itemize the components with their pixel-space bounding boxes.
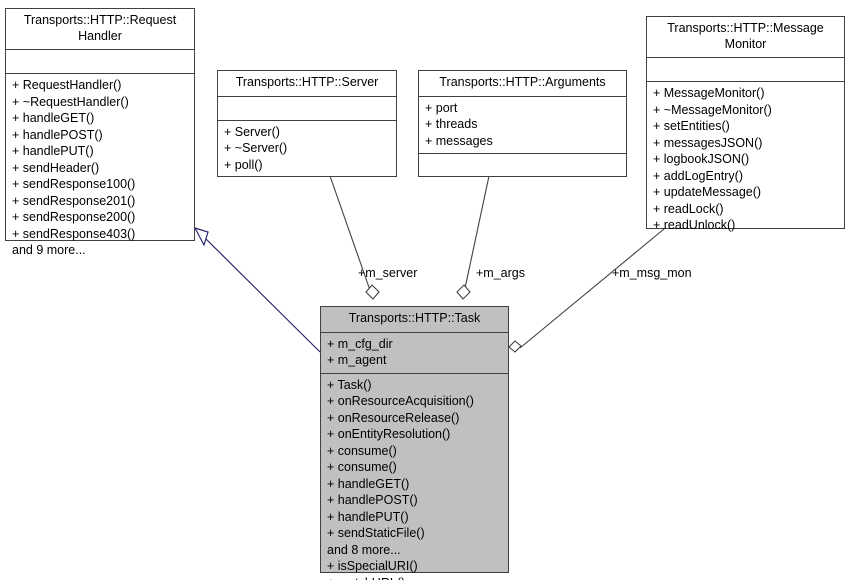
edge-label-m-server: +m_server xyxy=(358,266,418,280)
class-operations-task: + Task() + onResourceAcquisition() + onR… xyxy=(321,374,508,580)
member-item: + m_agent xyxy=(327,353,387,368)
member-item: + sendResponse403() xyxy=(12,226,136,241)
member-item: + setEntities() xyxy=(653,119,730,134)
member-item: + logbookJSON() xyxy=(653,152,750,167)
member-item: + handlePUT() xyxy=(12,144,94,159)
member-item: + poll() xyxy=(224,157,263,172)
member-item: + consume() xyxy=(327,443,397,458)
edge-label-m-msg-mon: +m_msg_mon xyxy=(612,266,692,280)
class-box-arguments[interactable]: Transports::HTTP::Arguments + port + thr… xyxy=(418,70,627,177)
member-item: + Server() xyxy=(224,124,280,139)
member-item: + addLogEntry() xyxy=(653,168,743,183)
edge-task-to-request-handler xyxy=(193,227,321,353)
class-box-server[interactable]: Transports::HTTP::Server + Server() + ~S… xyxy=(217,70,397,177)
member-item: + sendResponse201() xyxy=(12,193,136,208)
member-item: + threads xyxy=(425,117,478,132)
member-more-label: and 9 more... xyxy=(12,243,86,258)
class-title-arguments: Transports::HTTP::Arguments xyxy=(419,71,626,97)
member-item: + ~Server() xyxy=(224,141,288,156)
edge-server-to-task xyxy=(329,175,380,300)
class-operations-message-monitor: + MessageMonitor() + ~MessageMonitor() +… xyxy=(647,82,844,238)
member-item: + sendStaticFile() xyxy=(327,526,425,541)
member-more-label: and 8 more... xyxy=(327,542,401,557)
class-title-request-handler: Transports::HTTP::Request Handler xyxy=(6,9,194,51)
member-item: + sendHeader() xyxy=(12,160,100,175)
member-item: + m_cfg_dir xyxy=(327,336,393,351)
member-item: + updateMessage() xyxy=(653,185,762,200)
class-box-request-handler[interactable]: Transports::HTTP::Request Handler + Requ… xyxy=(5,8,195,257)
member-item: + handleGET() xyxy=(327,476,410,491)
class-attributes-request-handler xyxy=(6,50,194,75)
member-item: + handlePOST() xyxy=(12,127,103,142)
member-item: + ~RequestHandler() xyxy=(12,94,129,109)
edge-arguments-to-task xyxy=(456,175,490,300)
member-item: + handleGET() xyxy=(12,111,95,126)
member-item: + ~MessageMonitor() xyxy=(653,102,772,117)
class-title-server: Transports::HTTP::Server xyxy=(218,71,396,97)
class-attributes-server xyxy=(218,97,396,121)
class-box-task[interactable]: Transports::HTTP::Task + m_cfg_dir + m_a… xyxy=(320,306,509,580)
class-box-message-monitor[interactable]: Transports::HTTP::Message Monitor + Mess… xyxy=(646,16,845,232)
member-item: + isSpecialURI() xyxy=(327,559,418,574)
member-item: + matchURL() xyxy=(327,575,502,580)
member-item: + sendResponse100() xyxy=(12,177,136,192)
member-item: + onEntityResolution() xyxy=(327,427,451,442)
class-title-message-monitor: Transports::HTTP::Message Monitor xyxy=(647,17,844,59)
member-item: + handlePOST() xyxy=(327,493,418,508)
edge-message-monitor-to-task xyxy=(508,228,665,353)
edge-label-m-args: +m_args xyxy=(476,266,525,280)
class-operations-arguments xyxy=(419,154,626,178)
member-item: + handlePUT() xyxy=(327,509,409,524)
member-item: + onResourceRelease() xyxy=(327,410,460,425)
class-attributes-task: + m_cfg_dir + m_agent xyxy=(321,333,508,374)
class-attributes-message-monitor xyxy=(647,58,844,83)
class-operations-server: + Server() + ~Server() + poll() xyxy=(218,121,396,178)
class-title-task: Transports::HTTP::Task xyxy=(321,307,508,333)
member-item: + onResourceAcquisition() xyxy=(327,394,474,409)
member-item: + messagesJSON() xyxy=(653,135,763,150)
member-item: + consume() xyxy=(327,460,397,475)
member-item: + RequestHandler() xyxy=(12,78,122,93)
member-item: + sendResponse200() xyxy=(12,210,136,225)
class-attributes-arguments: + port + threads + messages xyxy=(419,97,626,155)
class-operations-request-handler: + RequestHandler() + ~RequestHandler() +… xyxy=(6,74,194,263)
member-item: + port xyxy=(425,100,458,115)
member-item: + readUnlock() xyxy=(653,218,736,233)
member-item: + readLock() xyxy=(653,201,724,216)
member-item: + messages xyxy=(425,133,493,148)
member-item: + Task() xyxy=(327,377,372,392)
member-item: + MessageMonitor() xyxy=(653,86,765,101)
